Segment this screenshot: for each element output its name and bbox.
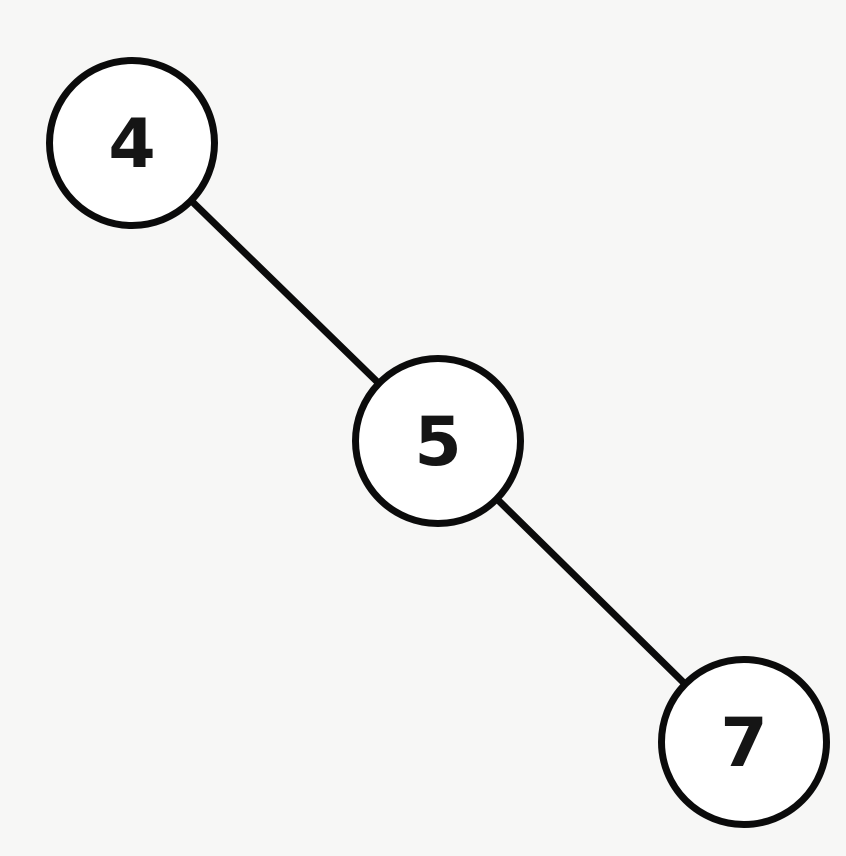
- node-label-7: 7: [720, 704, 767, 783]
- node-label-4: 4: [108, 105, 155, 184]
- tree-node-5: 5: [352, 355, 524, 527]
- tree-node-7: 7: [658, 656, 830, 828]
- node-circle-4: [46, 57, 218, 229]
- node-label-5: 5: [414, 403, 461, 482]
- tree-node-4: 4: [46, 57, 218, 229]
- node-circle-5: [352, 355, 524, 527]
- node-circle-7: [658, 656, 830, 828]
